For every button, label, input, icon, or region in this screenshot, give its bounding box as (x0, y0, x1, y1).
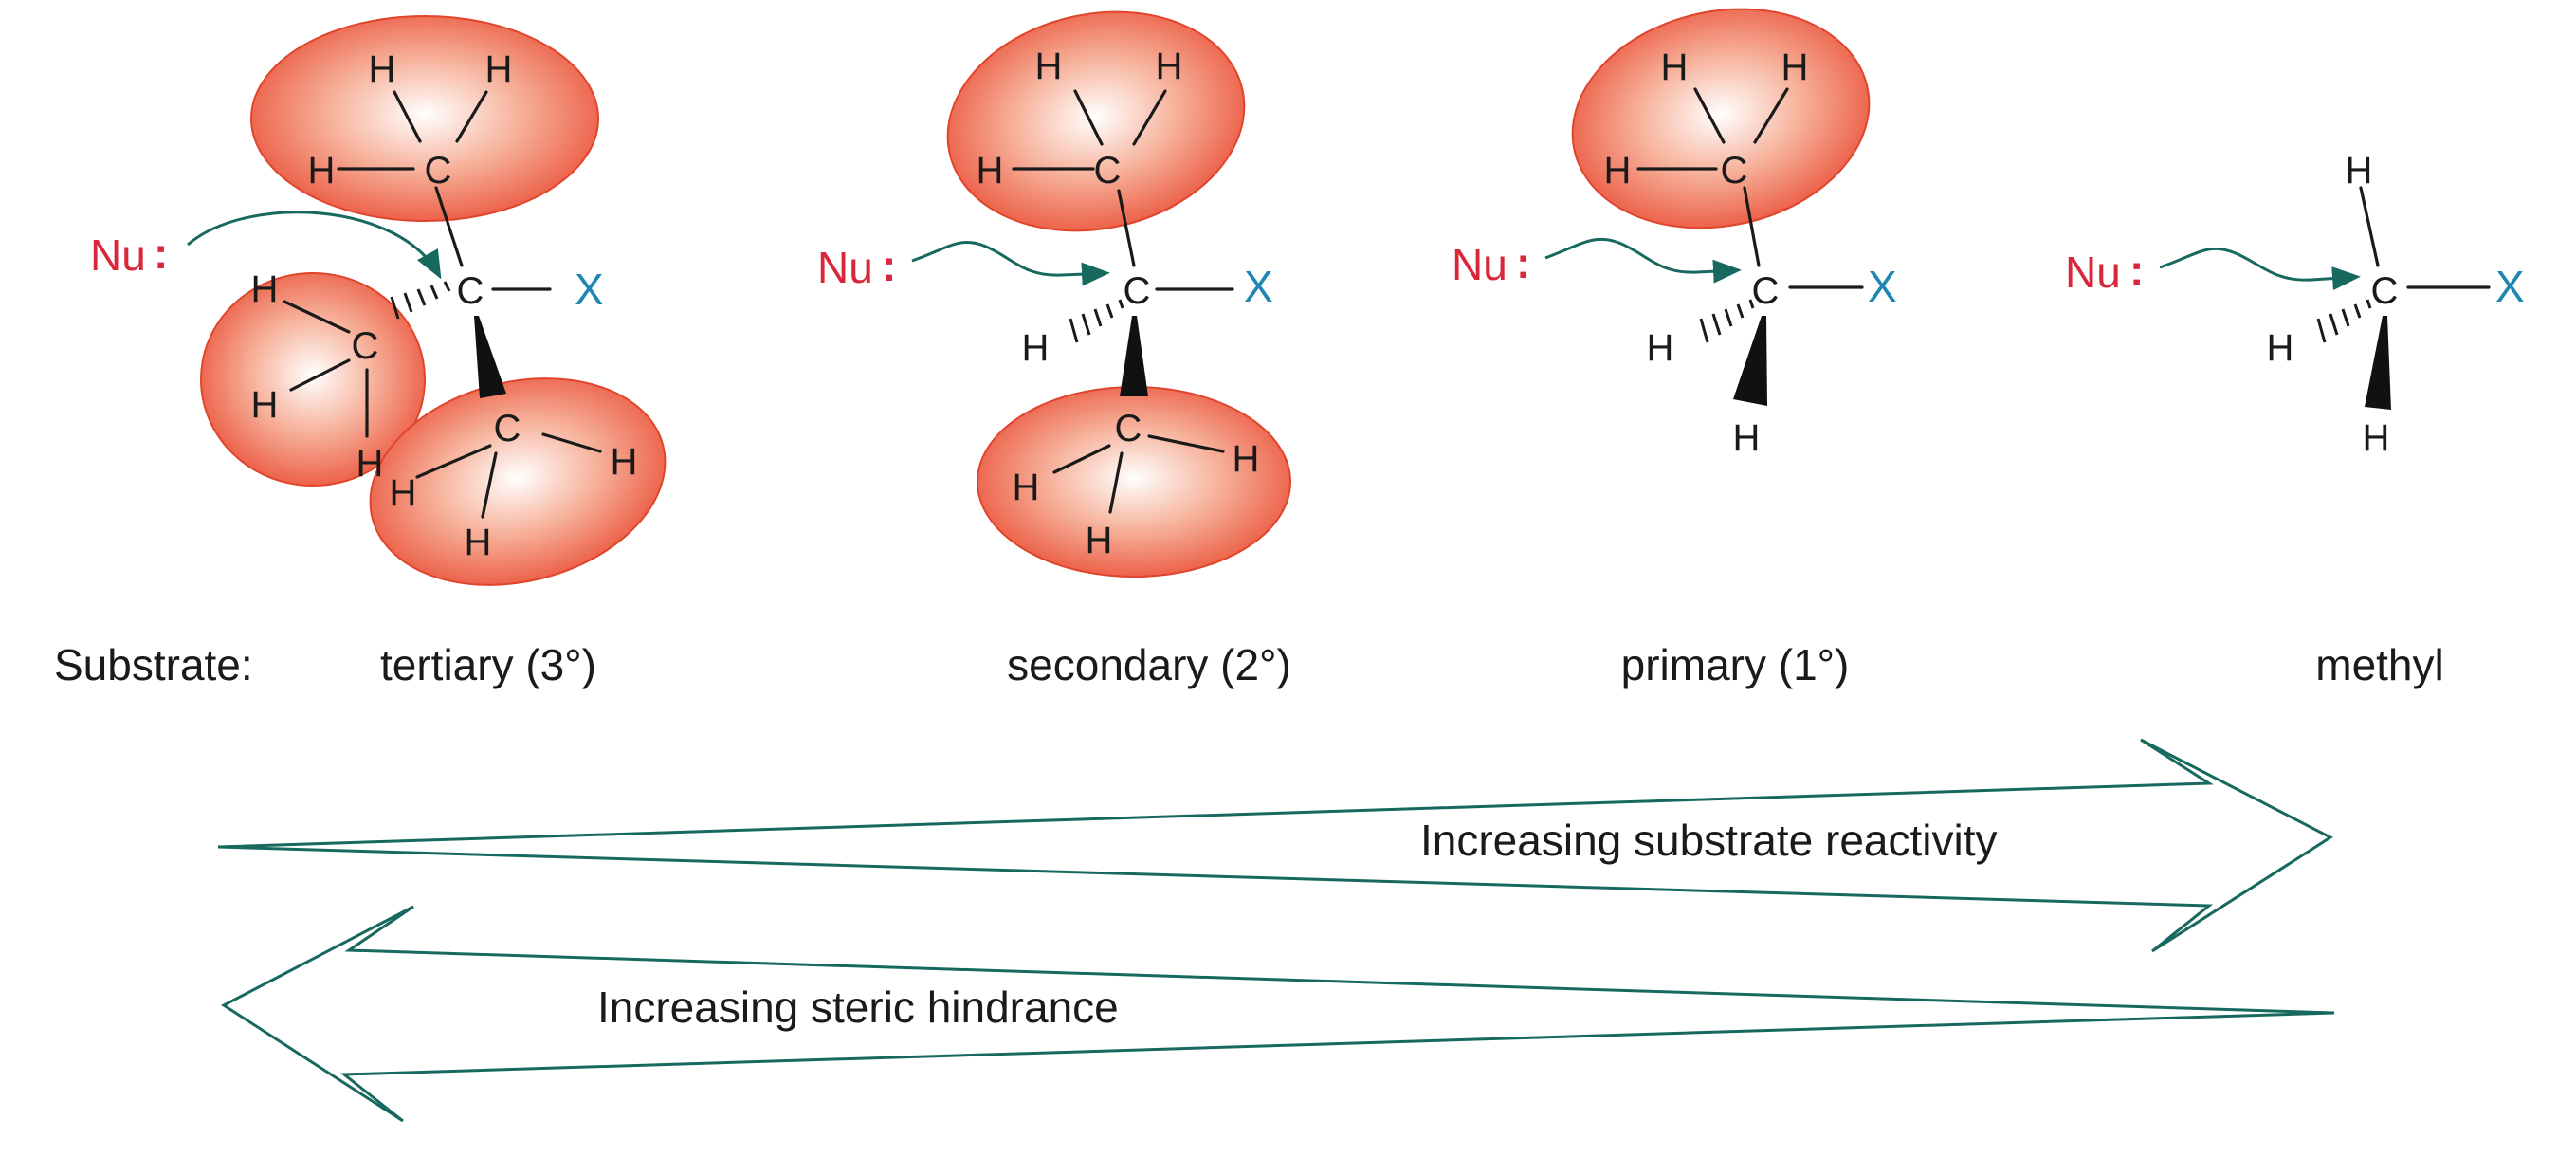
steric-hindrance-arrow: Increasing steric hindrance (221, 905, 2335, 1123)
nucleophile: Nu : (2065, 246, 2144, 297)
atom-hydrogen: H (2346, 150, 2373, 192)
bond (455, 90, 488, 143)
atom-carbon: C (1124, 270, 1151, 312)
leaving-group-x: X (1244, 262, 1273, 311)
atom-hydrogen: H (390, 472, 417, 514)
molecule-secondary: C C C H H H H H H H X Nu : (817, 10, 1291, 578)
atom-carbon: C (457, 270, 484, 312)
attack-arrow (911, 240, 1110, 286)
substrate-name-methyl: methyl (2315, 640, 2443, 689)
bond (1073, 89, 1104, 146)
nucleophile: Nu : (90, 229, 168, 280)
atom-hydrogen: H (308, 150, 336, 192)
atom-hydrogen: H (1733, 417, 1761, 459)
bond (1052, 444, 1111, 474)
atom-hydrogen: H (485, 48, 513, 90)
atom-carbon: C (1752, 270, 1780, 312)
atom-hydrogen: H (251, 384, 279, 426)
bond (1693, 87, 1726, 144)
atom-carbon: C (1094, 150, 1122, 192)
atom-hydrogen: H (465, 522, 492, 563)
atom-hydrogen: H (1086, 520, 1113, 561)
atom-carbon: C (352, 325, 379, 367)
molecule-tertiary: C C C C H H H H H H H H H X Nu : (90, 15, 667, 586)
atom-hydrogen: H (1156, 46, 1183, 87)
atom-hydrogen: H (2267, 327, 2294, 369)
bond (2359, 186, 2380, 267)
leaving-group-x: X (2495, 262, 2525, 311)
reactivity-arrow-label: Increasing substrate reactivity (1420, 816, 1998, 865)
nucleophile-label: Nu (817, 243, 873, 292)
attack-arrow (2159, 247, 2361, 291)
hashed-bond (1699, 299, 1755, 343)
wedge-bond (1733, 316, 1767, 406)
lone-pair: : (1516, 238, 1530, 287)
nucleophile-label: Nu (1452, 240, 1507, 289)
methyl-lobe-top (1571, 8, 1871, 229)
atom-hydrogen: H (1661, 46, 1689, 88)
bond (1132, 89, 1167, 146)
nucleophile-label: Nu (2065, 248, 2121, 297)
molecule-methyl: C H H H X Nu : (2065, 150, 2525, 459)
nucleophile: Nu : (817, 241, 896, 292)
bond (415, 444, 492, 479)
bond (434, 186, 464, 267)
substrate-labels: Substrate: tertiary (3°) secondary (2°) … (54, 640, 2444, 689)
atom-carbon: C (425, 150, 452, 192)
attack-arrow (1544, 237, 1742, 284)
atom-hydrogen: H (977, 150, 1004, 192)
substrate-heading: Substrate: (54, 640, 253, 689)
lone-pair: : (882, 241, 896, 290)
nucleophile: Nu : (1452, 238, 1530, 289)
substrate-name-primary: primary (1°) (1621, 640, 1850, 689)
atom-carbon: C (1115, 408, 1142, 450)
substrate-name-tertiary: tertiary (3°) (380, 640, 596, 689)
atom-hydrogen: H (1233, 438, 1260, 480)
atom-hydrogen: H (2363, 417, 2390, 459)
atom-hydrogen: H (1013, 467, 1040, 508)
atom-hydrogen: H (1781, 46, 1809, 88)
leaving-group-x: X (575, 265, 604, 314)
molecule-primary: C C H H H H H X Nu : (1452, 8, 1897, 459)
bond (283, 300, 351, 334)
lone-pair: : (2129, 246, 2144, 295)
leaving-group-x: X (1868, 262, 1897, 311)
atom-hydrogen: H (251, 268, 279, 310)
bond (1147, 434, 1225, 453)
bond (1743, 186, 1761, 267)
bond (481, 451, 498, 519)
wedge-bond (2365, 316, 2391, 410)
hashed-bond (390, 281, 451, 320)
substrate-name-secondary: secondary (2°) (1007, 640, 1291, 689)
lone-pair: : (154, 229, 168, 278)
attack-arrow (187, 211, 442, 280)
bond (541, 432, 602, 453)
atom-carbon: C (2371, 270, 2399, 312)
reactivity-arrow: Increasing substrate reactivity (217, 738, 2334, 953)
atom-carbon: C (1721, 150, 1748, 192)
steric-arrow-label: Increasing steric hindrance (597, 982, 1119, 1032)
atom-hydrogen: H (1035, 46, 1063, 87)
nucleophile-label: Nu (90, 230, 146, 280)
atom-hydrogen: H (356, 443, 384, 485)
bond (1108, 451, 1124, 514)
bond (393, 90, 422, 143)
hashed-bond (2316, 299, 2372, 343)
atom-hydrogen: H (1604, 150, 1632, 192)
atom-hydrogen: H (1022, 327, 1050, 369)
atom-hydrogen: H (1647, 327, 1674, 369)
bond (1753, 87, 1789, 144)
atom-hydrogen: H (611, 441, 638, 483)
hashed-bond (1069, 299, 1124, 343)
wedge-bond (474, 316, 506, 398)
wedge-bond (1120, 316, 1148, 396)
methyl-lobe-top (946, 10, 1246, 232)
atom-hydrogen: H (369, 48, 396, 90)
bond (289, 358, 351, 392)
atom-carbon: C (494, 408, 521, 450)
bond (1117, 189, 1136, 267)
